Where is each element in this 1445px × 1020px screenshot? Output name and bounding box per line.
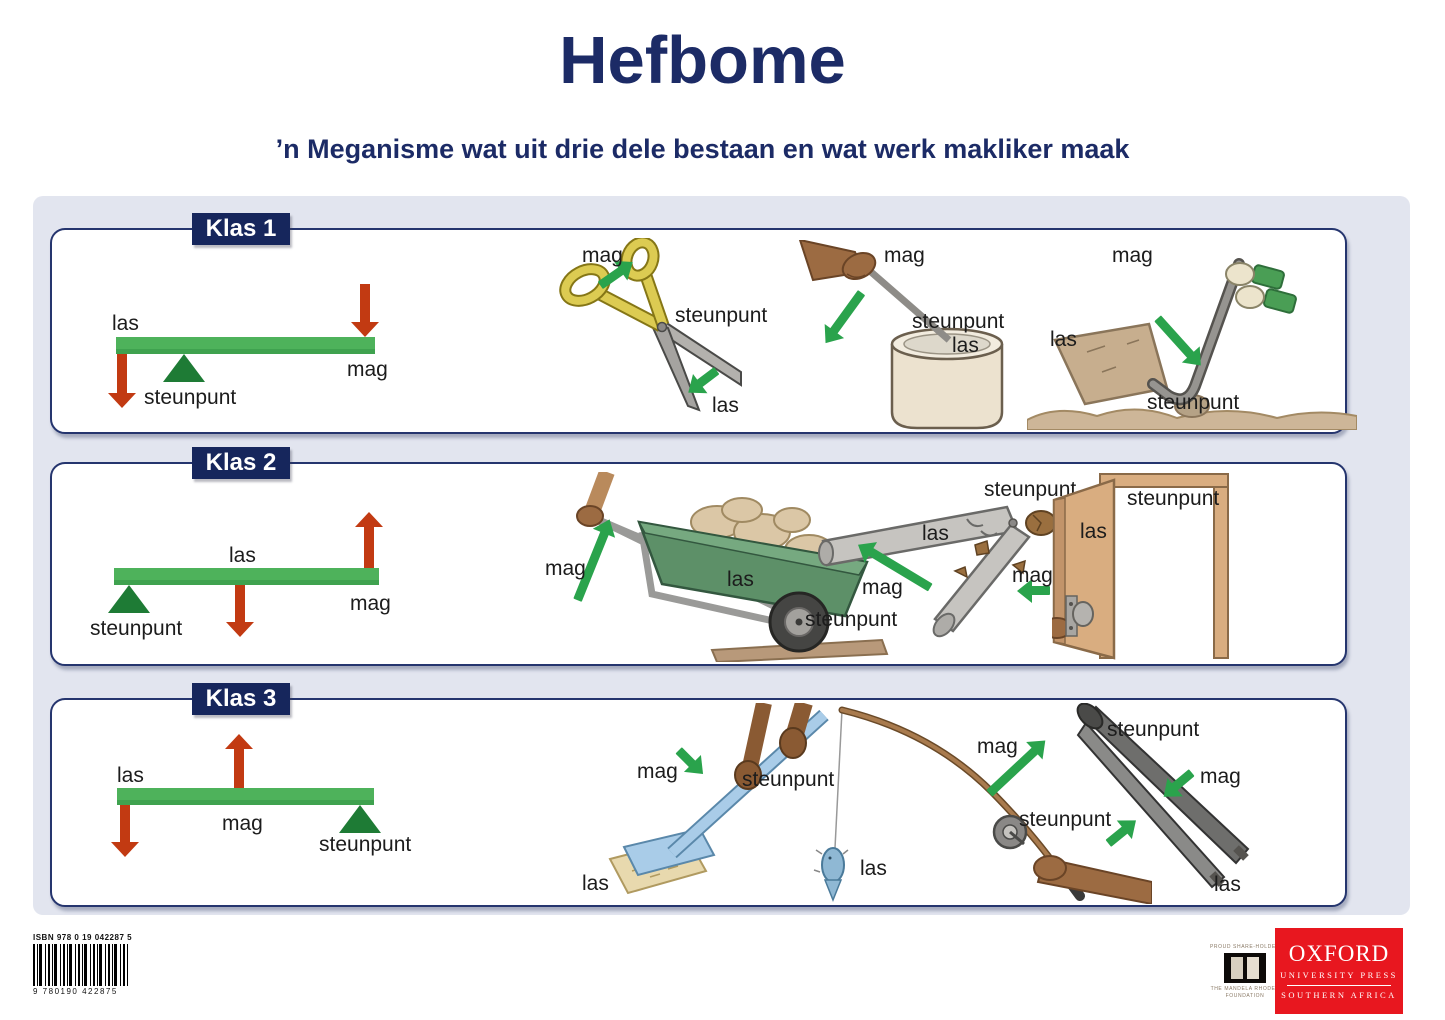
oxford-division: UNIVERSITY PRESS [1280,970,1398,980]
label-mag: mag [1012,564,1053,587]
isbn-label: ISBN 978 0 19 042287 5 [33,933,133,942]
mandela-portrait-icon [1231,957,1243,979]
scissors-illustration [559,238,742,412]
door-illustration [1052,473,1229,660]
label-las: las [229,544,256,567]
mandela-rhodes-logo: PROUD SHARE-HOLDER THE MANDELA RHODES FO… [1203,944,1287,1000]
label-las: las [112,312,139,335]
fulcrum-triangle [163,354,205,382]
lever-bar [114,568,379,585]
label-mag: mag [222,812,263,835]
label-mag: mag [862,576,903,599]
effort-arrow-down [351,284,379,337]
label-mag: mag [545,557,586,580]
label-mag: mag [347,358,388,381]
label-las: las [1050,328,1077,351]
label-las: las [1214,873,1241,896]
label-mag: mag [1200,765,1241,788]
label-las: las [952,334,979,357]
effort-arrow-up [225,734,253,788]
oxford-university-press-logo: OXFORD UNIVERSITY PRESS SOUTHERN AFRICA [1275,928,1403,1014]
label-mag: mag [637,760,678,783]
oxford-name: OXFORD [1288,941,1390,966]
label-mag: mag [582,244,623,267]
page-subtitle: ’n Meganisme wat uit drie dele bestaan e… [275,134,1130,164]
mandela-name-line2: FOUNDATION [1225,993,1265,999]
label-steunpunt: steunpunt [90,617,183,640]
label-mag: mag [884,244,925,267]
rhodes-portrait-icon [1247,957,1259,979]
label-steunpunt: steunpunt [319,833,412,856]
klas-2-badge: Klas 2 [192,447,290,479]
label-steunpunt: steunpunt [675,304,768,327]
label-steunpunt: steunpunt [1147,391,1240,414]
nutcracker-illustration [818,505,1057,638]
mandela-portraits [1224,953,1266,983]
label-mag: mag [977,735,1018,758]
klas-3-panel: Klas 3 las mag steunpunt mag [50,683,1347,907]
isbn-number: 9 780190 422875 [33,987,118,996]
load-arrow-down [226,585,254,637]
label-steunpunt: steunpunt [1019,808,1112,831]
label-las: las [582,872,609,895]
load-arrow-down [108,354,136,408]
label-steunpunt: steunpunt [742,768,835,791]
load-arrow-down [111,805,139,857]
page-title: Hefbome [559,23,846,98]
label-las: las [1080,520,1107,543]
label-steunpunt: steunpunt [1127,487,1220,510]
wheelbarrow-illustration [576,472,889,662]
effort-arrow-up [355,512,383,568]
label-mag: mag [350,592,391,615]
label-las: las [727,568,754,591]
label-steunpunt: steunpunt [144,386,237,409]
label-steunpunt: steunpunt [912,310,1005,333]
klas-3-badge: Klas 3 [192,683,290,715]
tongs-illustration [1076,703,1250,889]
klas-1-badge: Klas 1 [192,213,290,245]
broom-illustration [608,703,829,895]
oxford-region: SOUTHERN AFRICA [1281,990,1397,1000]
fulcrum-triangle [108,585,150,613]
label-las: las [922,522,949,545]
label-las: las [117,764,144,787]
fishing-rod-illustration [813,706,1152,904]
crowbar-illustration [1027,258,1357,430]
label-mag: mag [1112,244,1153,267]
lever-bar [117,788,374,805]
label-steunpunt: steunpunt [805,608,898,631]
klas-2-panel: Klas 2 las mag steunpunt [50,447,1347,666]
oxford-divider [1287,985,1391,986]
label-las: las [860,857,887,880]
lever-bar [116,337,375,354]
paint-tin-lever-illustration [798,240,1004,430]
fulcrum-triangle [339,805,381,833]
barcode-bars [33,944,129,986]
label-steunpunt: steunpunt [984,478,1077,501]
content-board: Klas 1 las mag steunpunt [33,196,1410,915]
label-steunpunt: steunpunt [1107,718,1200,741]
isbn-barcode: ISBN 978 0 19 042287 5 9 780190 422875 [33,933,133,996]
mandela-tagline: PROUD SHARE-HOLDER [1210,944,1280,950]
klas-1-panel: Klas 1 las mag steunpunt [50,213,1357,434]
label-las: las [712,394,739,417]
mandela-name-line1: THE MANDELA RHODES [1210,986,1280,992]
